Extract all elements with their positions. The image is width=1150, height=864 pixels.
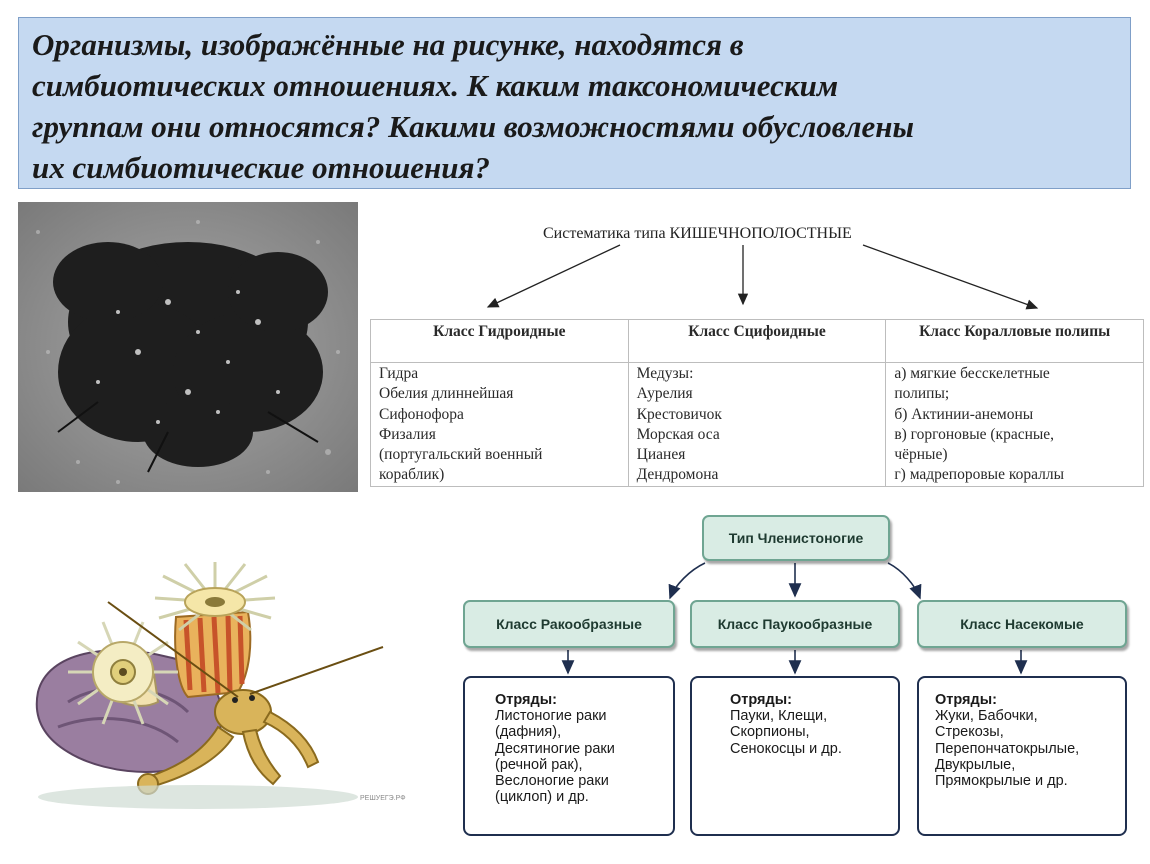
question-box: Организмы, изображённые на рисунке, нахо… xyxy=(18,17,1131,189)
list-item: Прямокрылые и др. xyxy=(935,773,1068,790)
class-insecta-box: Класс Насекомые xyxy=(917,600,1127,648)
list-item: (циклоп) и др. xyxy=(495,789,589,806)
question-line-1: Организмы, изображённые на рисунке, нахо… xyxy=(32,27,744,62)
cnidaria-body-row: Гидра Обелия длиннейшая Сифонофора Физал… xyxy=(370,362,1144,487)
list-item: (речной рак), xyxy=(495,756,583,773)
list-item: Скорпионы, xyxy=(730,724,810,741)
class-hydrozoa-header: Класс Гидроидные xyxy=(370,319,629,363)
class-anthozoa-list: а) мягкие бесскелетные полипы; б) Актини… xyxy=(885,362,1144,487)
list-item: Стрекозы, xyxy=(935,724,1004,741)
list-item: Аурелия xyxy=(636,385,693,403)
class-arachnida-box: Класс Паукообразные xyxy=(690,600,900,648)
list-item: г) мадрепоровые кораллы xyxy=(894,466,1064,484)
list-item: (дафния), xyxy=(495,724,562,741)
orders-heading: Отряды: xyxy=(935,692,997,708)
crustacea-orders-box: Отряды: Листоногие раки (дафния), Десяти… xyxy=(463,676,675,836)
list-item: Пауки, Клещи, xyxy=(730,708,828,725)
list-item: полипы; xyxy=(894,385,950,403)
list-item: Цианея xyxy=(636,446,686,464)
orders-heading: Отряды: xyxy=(730,692,792,708)
list-item: в) горгоновые (красные, xyxy=(894,425,1055,443)
list-item: чёрные) xyxy=(894,446,948,464)
list-item: Гидра xyxy=(379,365,419,382)
arachnida-orders-box: Отряды: Пауки, Клещи, Скорпионы, Сенокос… xyxy=(690,676,900,836)
list-item: Дендромона xyxy=(636,466,719,484)
list-item: Листоногие раки xyxy=(495,708,607,725)
cnidaria-arrows xyxy=(486,244,1039,310)
list-item: Сифонофора xyxy=(379,405,464,423)
class-anthozoa-header: Класс Коралловые полипы xyxy=(885,319,1144,363)
list-item: а) мягкие бесскелетные xyxy=(894,365,1050,382)
question-line-4: их симбиотические отношения? xyxy=(32,150,490,185)
class-hydrozoa-list: Гидра Обелия длиннейшая Сифонофора Физал… xyxy=(370,362,629,487)
list-item: Крестовичок xyxy=(636,405,722,423)
cnidaria-title: Систематика типа КИШЕЧНОПОЛОСТНЫЕ xyxy=(543,225,852,242)
list-item: Физалия xyxy=(379,425,436,443)
list-item: Медузы: xyxy=(636,365,694,382)
list-item: кораблик) xyxy=(379,466,445,484)
class-scyphozoa-header: Класс Сцифоидные xyxy=(627,319,887,363)
list-item: Веслоногие раки xyxy=(495,773,609,790)
list-item: Морская оса xyxy=(636,425,720,443)
hermit-crab-illustration xyxy=(28,560,428,817)
list-item: Сенокосцы и др. xyxy=(730,740,842,757)
list-item: б) Актинии-анемоны xyxy=(894,405,1034,423)
class-crustacea-box: Класс Ракообразные xyxy=(463,600,675,648)
list-item: (португальский военный xyxy=(379,446,543,464)
list-item: Двукрылые, xyxy=(935,756,1016,773)
list-item: Десятиногие раки xyxy=(495,740,615,757)
hermit-crab-photo xyxy=(18,202,358,492)
question-line-2: симбиотических отношениях. К каким таксо… xyxy=(32,68,839,103)
list-item: Обелия длиннейшая xyxy=(379,385,514,403)
watermark: РЕШУЕГЭ.РФ xyxy=(360,795,406,802)
cnidaria-header-row: Класс Гидроидные Класс Сцифоидные Класс … xyxy=(370,319,1144,363)
orders-heading: Отряды: xyxy=(495,692,557,708)
class-scyphozoa-list: Медузы: Аурелия Крестовичок Морская оса … xyxy=(627,362,887,487)
list-item: Перепончатокрылые, xyxy=(935,740,1080,757)
insecta-orders-box: Отряды: Жуки, Бабочки, Стрекозы, Перепон… xyxy=(917,676,1127,836)
list-item: Жуки, Бабочки, xyxy=(935,708,1038,725)
question-line-3: группам они относятся? Какими возможност… xyxy=(32,109,915,144)
phylum-arthropoda-box: Тип Членистоногие xyxy=(702,515,890,561)
cnidaria-table: Класс Гидроидные Класс Сцифоидные Класс … xyxy=(370,319,1144,487)
